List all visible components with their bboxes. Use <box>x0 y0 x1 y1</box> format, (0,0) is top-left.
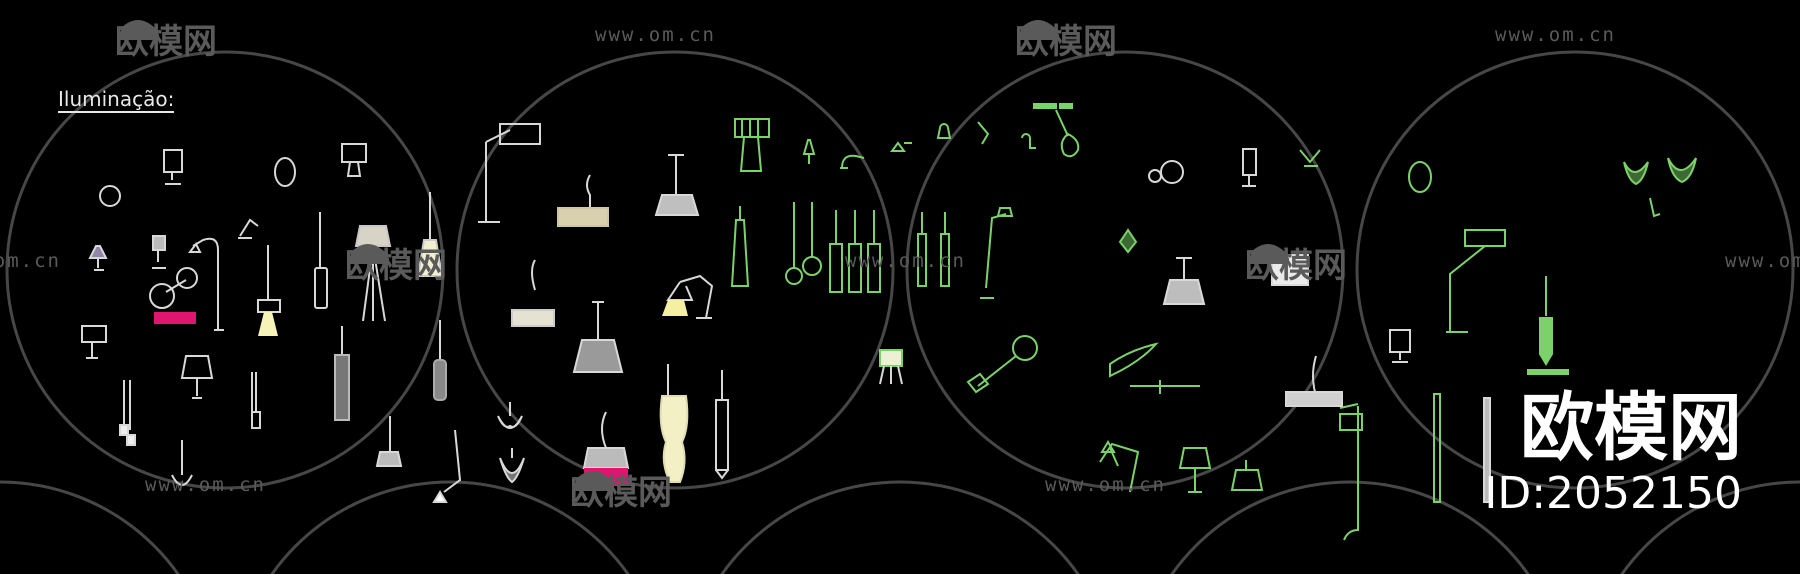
watermark-url: www.om.cn <box>0 250 61 272</box>
watermark-url: www.om.cn <box>595 24 716 46</box>
watermark-logo: 欧模网 <box>115 14 217 63</box>
watermark-url: www.om.cn <box>1045 474 1166 496</box>
sofa-icon <box>1247 244 1289 264</box>
green-symbols <box>730 103 1697 541</box>
sofa-icon <box>1017 20 1059 40</box>
overlay-id: ID:2052150 <box>1484 468 1742 519</box>
sofa-icon <box>117 20 159 40</box>
watermark-url: www.om.cn <box>145 474 266 496</box>
watermark-url: www.om.cn <box>1725 250 1800 272</box>
watermark-logo: 欧模网 <box>1015 14 1117 63</box>
watermark-url: www.om.cn <box>1495 24 1616 46</box>
sofa-icon <box>572 471 614 491</box>
watermark-url: www.om.cn <box>845 250 966 272</box>
background-circles <box>0 50 1800 574</box>
watermark-logo: 欧模网 <box>345 238 447 287</box>
magenta-desk-lamp <box>149 267 198 324</box>
overlay-logo: 欧模网 <box>1520 385 1742 471</box>
watermark-logo: 欧模网 <box>1245 238 1347 287</box>
watermark-logo: 欧模网 <box>570 465 672 514</box>
sofa-icon <box>347 244 389 264</box>
white-symbols-right <box>1148 148 1491 503</box>
white-symbols <box>81 123 903 503</box>
section-title: Iluminação: <box>58 87 175 113</box>
